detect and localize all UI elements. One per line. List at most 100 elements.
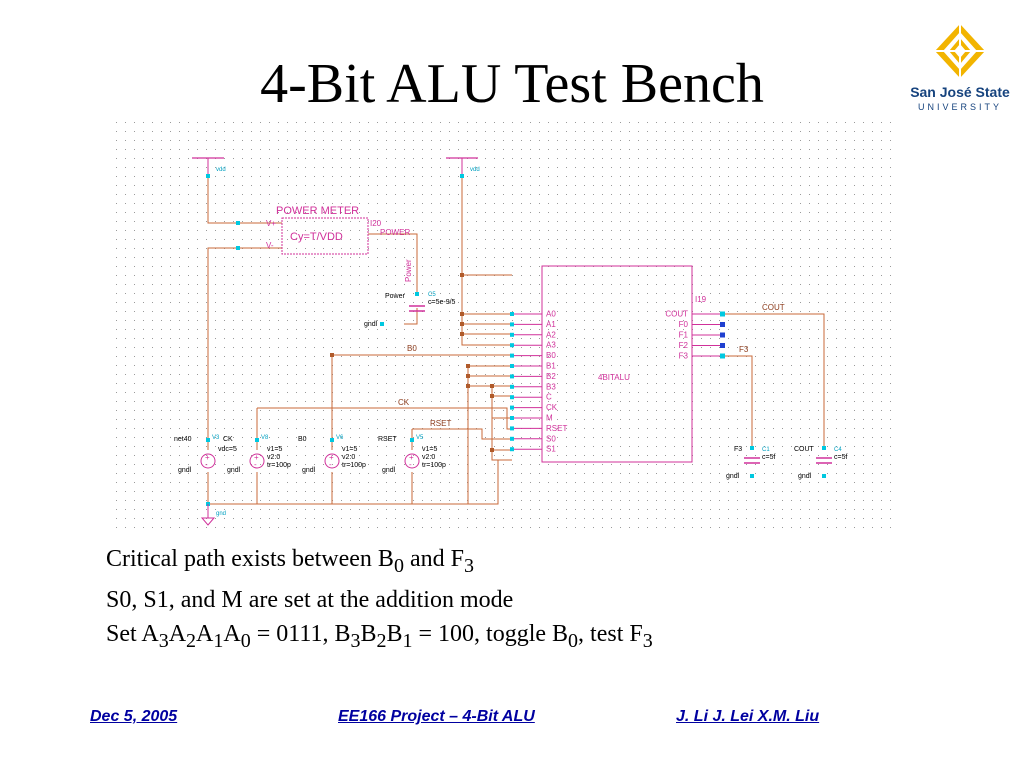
power-net-label: Power — [404, 259, 413, 282]
source-plus-glyph: + — [409, 453, 414, 462]
alu-block: 4BITALU I19 — [541, 265, 707, 463]
alu-pin-a3: A3 — [510, 341, 556, 350]
svg-text:tr=100p: tr=100p — [342, 462, 366, 469]
svg-text:C1: C1 — [762, 447, 770, 453]
notes: Critical path exists between B0 and F3 S… — [106, 542, 653, 658]
source-plus-glyph: + — [254, 453, 259, 462]
junction-dots — [330, 273, 494, 452]
alu-pin-rset: RSET — [510, 424, 567, 433]
svg-text:c=5e-9/5: c=5e-9/5 — [428, 299, 456, 306]
footer-date: Dec 5, 2005 — [90, 708, 178, 725]
svg-text:I19: I19 — [695, 295, 707, 304]
svg-text:A3: A3 — [546, 341, 556, 350]
svg-text:gndl: gndl — [798, 473, 812, 480]
svg-text:V+: V+ — [266, 219, 276, 228]
source-plus-glyph: + — [329, 453, 334, 462]
svg-text:COUT: COUT — [794, 446, 815, 453]
net-label-f3: F3 — [739, 345, 749, 354]
svg-text:V5: V5 — [416, 435, 424, 441]
logo-name: San José State — [910, 84, 1010, 100]
svg-text:vdd: vdd — [216, 167, 226, 173]
svg-text:POWER METER: POWER METER — [276, 205, 359, 217]
source-minus-glyph: - — [205, 460, 208, 469]
svg-text:v1=5: v1=5 — [422, 446, 437, 453]
svg-text:vdd: vdd — [470, 167, 480, 173]
svg-text:c=5f: c=5f — [762, 454, 775, 461]
svg-text:Cy=T/VDD: Cy=T/VDD — [290, 231, 343, 243]
svg-text:v2:0: v2:0 — [422, 454, 435, 461]
svg-text:B1: B1 — [546, 362, 556, 371]
schematic-diagram: vdd vdd — [112, 118, 892, 530]
svg-text:4BITALU: 4BITALU — [598, 373, 630, 382]
svg-text:B2: B2 — [546, 372, 556, 381]
svg-text:gndl: gndl — [382, 467, 396, 474]
alu-pin-f3: F3 — [679, 352, 725, 361]
svg-text:Power: Power — [385, 293, 406, 300]
alu-pin-s0: S0 — [510, 434, 556, 443]
svg-text:C5: C5 — [428, 292, 436, 298]
svg-text:V-: V- — [266, 241, 274, 250]
note-line-2: S0, S1, and M are set at the addition mo… — [106, 586, 514, 613]
svg-text:tr=100p: tr=100p — [422, 462, 446, 469]
svg-text:gndl: gndl — [178, 467, 192, 474]
alu-pin-cout: COUT — [665, 310, 725, 319]
svg-text:B0: B0 — [298, 436, 307, 443]
alu-pin-f1: F1 — [679, 331, 725, 340]
power-meter: POWER METER I20 Cy=T/VDD POWER V+ V- — [266, 205, 410, 255]
svg-text:vdc=5: vdc=5 — [218, 446, 237, 453]
svg-text:F3: F3 — [679, 352, 689, 361]
alu-pin-a1: A1 — [510, 320, 556, 329]
svg-text:S1: S1 — [546, 445, 556, 454]
svg-text:M: M — [546, 414, 553, 423]
svg-text:V3: V3 — [212, 435, 220, 441]
note-line-1: Critical path exists between B0 and F3 — [106, 546, 474, 577]
svg-text:F3: F3 — [734, 446, 742, 453]
output-capacitor-c4: COUT C4 c=5f gndl — [794, 446, 847, 480]
svg-text:v1=5: v1=5 — [267, 446, 282, 453]
svg-text:CK: CK — [546, 403, 558, 412]
net-label-b0: B0 — [407, 344, 417, 353]
svg-text:V6: V6 — [336, 435, 344, 441]
vdd-symbol-1: vdd — [192, 157, 226, 176]
footer-authors: J. Li J. Lei X.M. Liu — [676, 708, 820, 725]
alu-pin-b3: B3 — [510, 382, 556, 391]
svg-text:v2:0: v2:0 — [267, 454, 280, 461]
footer: Dec 5, 2005 EE166 Project – 4-Bit ALU J.… — [0, 708, 1024, 732]
svg-text:F1: F1 — [679, 331, 689, 340]
voltage-source-v5: +- RSET V5 v1=5v2:0tr=100p gndl — [378, 435, 446, 474]
ground-symbol: gnd — [200, 504, 226, 526]
source-minus-glyph: - — [254, 460, 257, 469]
footer-course: EE166 Project – 4-Bit ALU — [338, 708, 535, 725]
svg-text:I20: I20 — [370, 219, 382, 228]
slide-title: 4-Bit ALU Test Bench — [260, 53, 764, 115]
note-line-3: Set A3A2A1A0 = 0111, B3B2B1 = 100, toggl… — [106, 620, 653, 652]
svg-text:POWER: POWER — [380, 228, 410, 237]
svg-text:B0: B0 — [546, 351, 556, 360]
alu-pin-b2: B2 — [510, 372, 556, 381]
svg-text:F0: F0 — [679, 320, 689, 329]
svg-text:c=5f: c=5f — [834, 454, 847, 461]
alu-pin-f0: F0 — [679, 320, 725, 329]
svg-text:B3: B3 — [546, 382, 556, 391]
alu-pin-b1: B1 — [510, 362, 556, 371]
net-label-cout: COUT — [762, 303, 785, 312]
svg-text:CK: CK — [223, 436, 233, 443]
output-capacitor-c1: F3 C1 c=5f gndl — [726, 446, 775, 480]
svg-text:V8: V8 — [261, 435, 269, 441]
vdd-symbol-2: vdd — [446, 157, 480, 176]
svg-text:F2: F2 — [679, 341, 689, 350]
svg-text:gndl: gndl — [227, 467, 241, 474]
svg-text:RSET: RSET — [378, 436, 397, 443]
svg-text:C4: C4 — [834, 447, 842, 453]
svg-text:A0: A0 — [546, 310, 556, 319]
net-label-rset: RSET — [430, 419, 451, 428]
svg-text:S0: S0 — [546, 434, 556, 443]
source-minus-glyph: - — [409, 460, 412, 469]
alu-pin-a2: A2 — [510, 330, 556, 339]
svg-text:RSET: RSET — [546, 424, 567, 433]
